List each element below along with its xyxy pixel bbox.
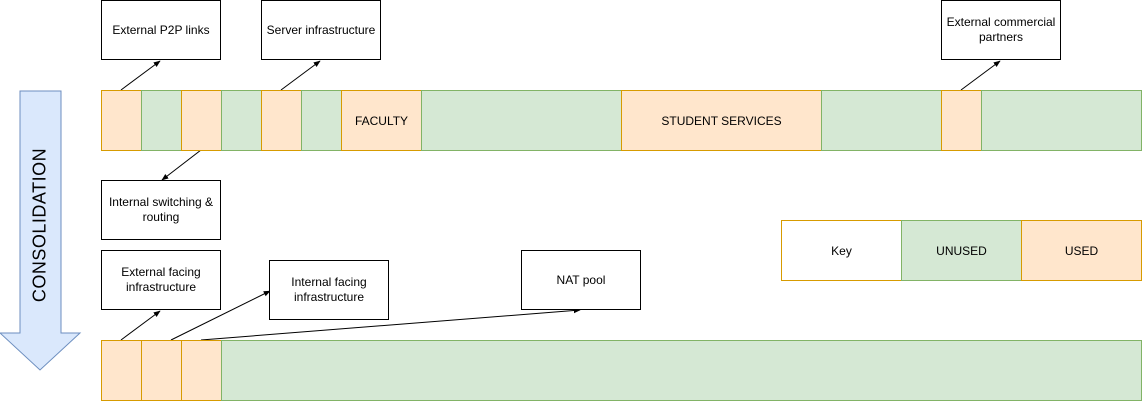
key-unused-label: UNUSED — [936, 243, 987, 258]
key-used-label: USED — [1064, 243, 1099, 258]
label-p2p-links: External P2P links — [101, 0, 221, 60]
top-seg-unused-2 — [221, 90, 262, 151]
bottom-seg-unused — [221, 340, 1142, 401]
key-used-cell: USED — [1021, 220, 1142, 281]
bottom-seg-used-3 — [181, 340, 222, 401]
arrow-switching — [161, 149, 202, 181]
key-title: Key — [831, 243, 852, 258]
top-seg-unused-3 — [301, 90, 342, 151]
key-title-cell: Key — [781, 220, 902, 281]
label-nat-pool: NAT pool — [521, 250, 641, 310]
top-seg-unused-4 — [421, 90, 622, 151]
top-seg-used-3 — [261, 90, 302, 151]
top-seg-unused-6 — [981, 90, 1142, 151]
arrow-internal-facing — [170, 290, 271, 341]
top-seg-unused-1 — [141, 90, 182, 151]
arrow-nat — [200, 307, 581, 341]
arrow-server — [280, 60, 321, 91]
label-commercial-partners: External commercial partners — [941, 0, 1061, 60]
arrow-p2p — [120, 60, 161, 91]
faculty-label: FACULTY — [354, 113, 409, 128]
top-seg-student-services: STUDENT SERVICES — [621, 90, 822, 151]
bottom-seg-used-2 — [141, 340, 182, 401]
arrow-commercial — [960, 60, 1001, 91]
student-services-label: STUDENT SERVICES — [661, 113, 782, 128]
consolidation-label: CONSOLIDATION — [29, 147, 50, 303]
label-internal-facing: Internal facing infrastructure — [269, 260, 389, 320]
top-seg-used-2 — [181, 90, 222, 151]
consolidation-arrow — [0, 90, 82, 371]
top-seg-unused-5 — [821, 90, 942, 151]
label-internal-switching: Internal switching & routing — [101, 180, 221, 240]
label-external-facing: External facing infrastructure — [101, 250, 221, 310]
top-seg-used-4 — [941, 90, 982, 151]
top-seg-used-1 — [101, 90, 142, 151]
key-unused-cell: UNUSED — [901, 220, 1022, 281]
bottom-seg-used-1 — [101, 340, 142, 401]
label-server-infrastructure: Server infrastructure — [261, 0, 381, 60]
arrow-external-facing — [120, 310, 161, 341]
top-seg-faculty: FACULTY — [341, 90, 422, 151]
